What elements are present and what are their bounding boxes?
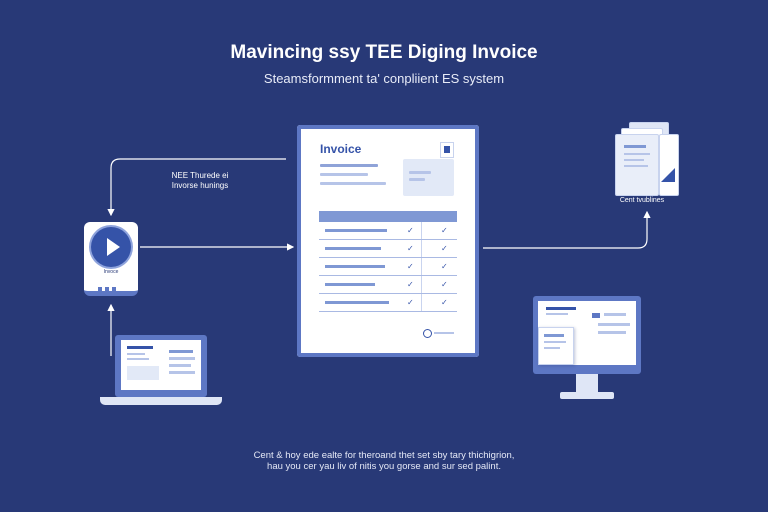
monitor-screen-content <box>538 301 636 365</box>
invoice-header-line <box>320 173 368 176</box>
table-row: ✓✓ <box>319 258 457 276</box>
player-dots <box>98 278 124 291</box>
table-row: ✓✓ <box>319 240 457 258</box>
check-icon: ✓ <box>441 262 448 271</box>
invoice-header-line <box>320 164 378 167</box>
clock-icon <box>423 329 432 338</box>
table-row: ✓✓ <box>319 222 457 240</box>
invoice-title: Invoice <box>320 142 362 156</box>
check-icon: ✓ <box>441 244 448 253</box>
laptop-screen-content <box>121 340 201 390</box>
check-icon: ✓ <box>441 226 448 235</box>
footer-text: Cent & hoy ede ealte for theroand thet s… <box>0 450 768 472</box>
invoice-card: Invoice ✓✓ ✓✓ ✓✓ ✓✓ ✓✓ <box>297 125 479 357</box>
documents-label: Cent tvublines <box>619 197 665 204</box>
invoice-table: ✓✓ ✓✓ ✓✓ ✓✓ ✓✓ <box>319 211 457 312</box>
monitor-icon <box>533 296 641 374</box>
document-stack-icon <box>615 122 679 196</box>
player-caption-line: Invorse hunings <box>171 181 229 190</box>
check-icon: ✓ <box>407 262 414 271</box>
laptop-icon <box>115 335 207 397</box>
footer-line: Cent & hoy ede ealte for theroand thet s… <box>253 450 515 461</box>
check-icon: ✓ <box>407 226 414 235</box>
invoice-address-line <box>409 171 431 174</box>
arrow-invoice-to-player-loop <box>107 158 286 217</box>
play-icon <box>91 227 131 267</box>
footer-line: hau you cer yau liv of nitis you gorse a… <box>267 461 501 472</box>
invoice-address-box <box>403 159 454 196</box>
check-icon: ✓ <box>407 298 414 307</box>
invoice-document: Invoice ✓✓ ✓✓ ✓✓ ✓✓ ✓✓ <box>303 131 473 351</box>
table-header <box>319 211 457 222</box>
check-icon: ✓ <box>441 280 448 289</box>
table-row: ✓✓ <box>319 276 457 294</box>
check-icon: ✓ <box>441 298 448 307</box>
invoice-header-line <box>320 182 386 185</box>
monitor-stand <box>576 374 598 392</box>
player-caption: NEE Thurede ei Invorse hunings <box>160 171 240 191</box>
media-player-card: Invoce <box>84 222 138 296</box>
check-icon: ✓ <box>407 244 414 253</box>
invoice-address-line <box>409 178 425 181</box>
arrow-invoice-to-docs <box>483 210 651 249</box>
page-title: Mavincing ssy TEE Diging Invoice <box>230 42 538 63</box>
player-caption-line: NEE Thurede ei <box>171 171 229 180</box>
invoice-icon <box>440 142 454 158</box>
monitor-foot <box>560 392 614 399</box>
page-subtitle: Steamsformment ta' conpliient ES system <box>263 71 505 86</box>
check-icon: ✓ <box>407 280 414 289</box>
table-row: ✓✓ <box>319 294 457 312</box>
laptop-base <box>100 397 222 405</box>
invoice-footer-line <box>434 332 454 334</box>
player-label: Invoce <box>103 269 119 275</box>
